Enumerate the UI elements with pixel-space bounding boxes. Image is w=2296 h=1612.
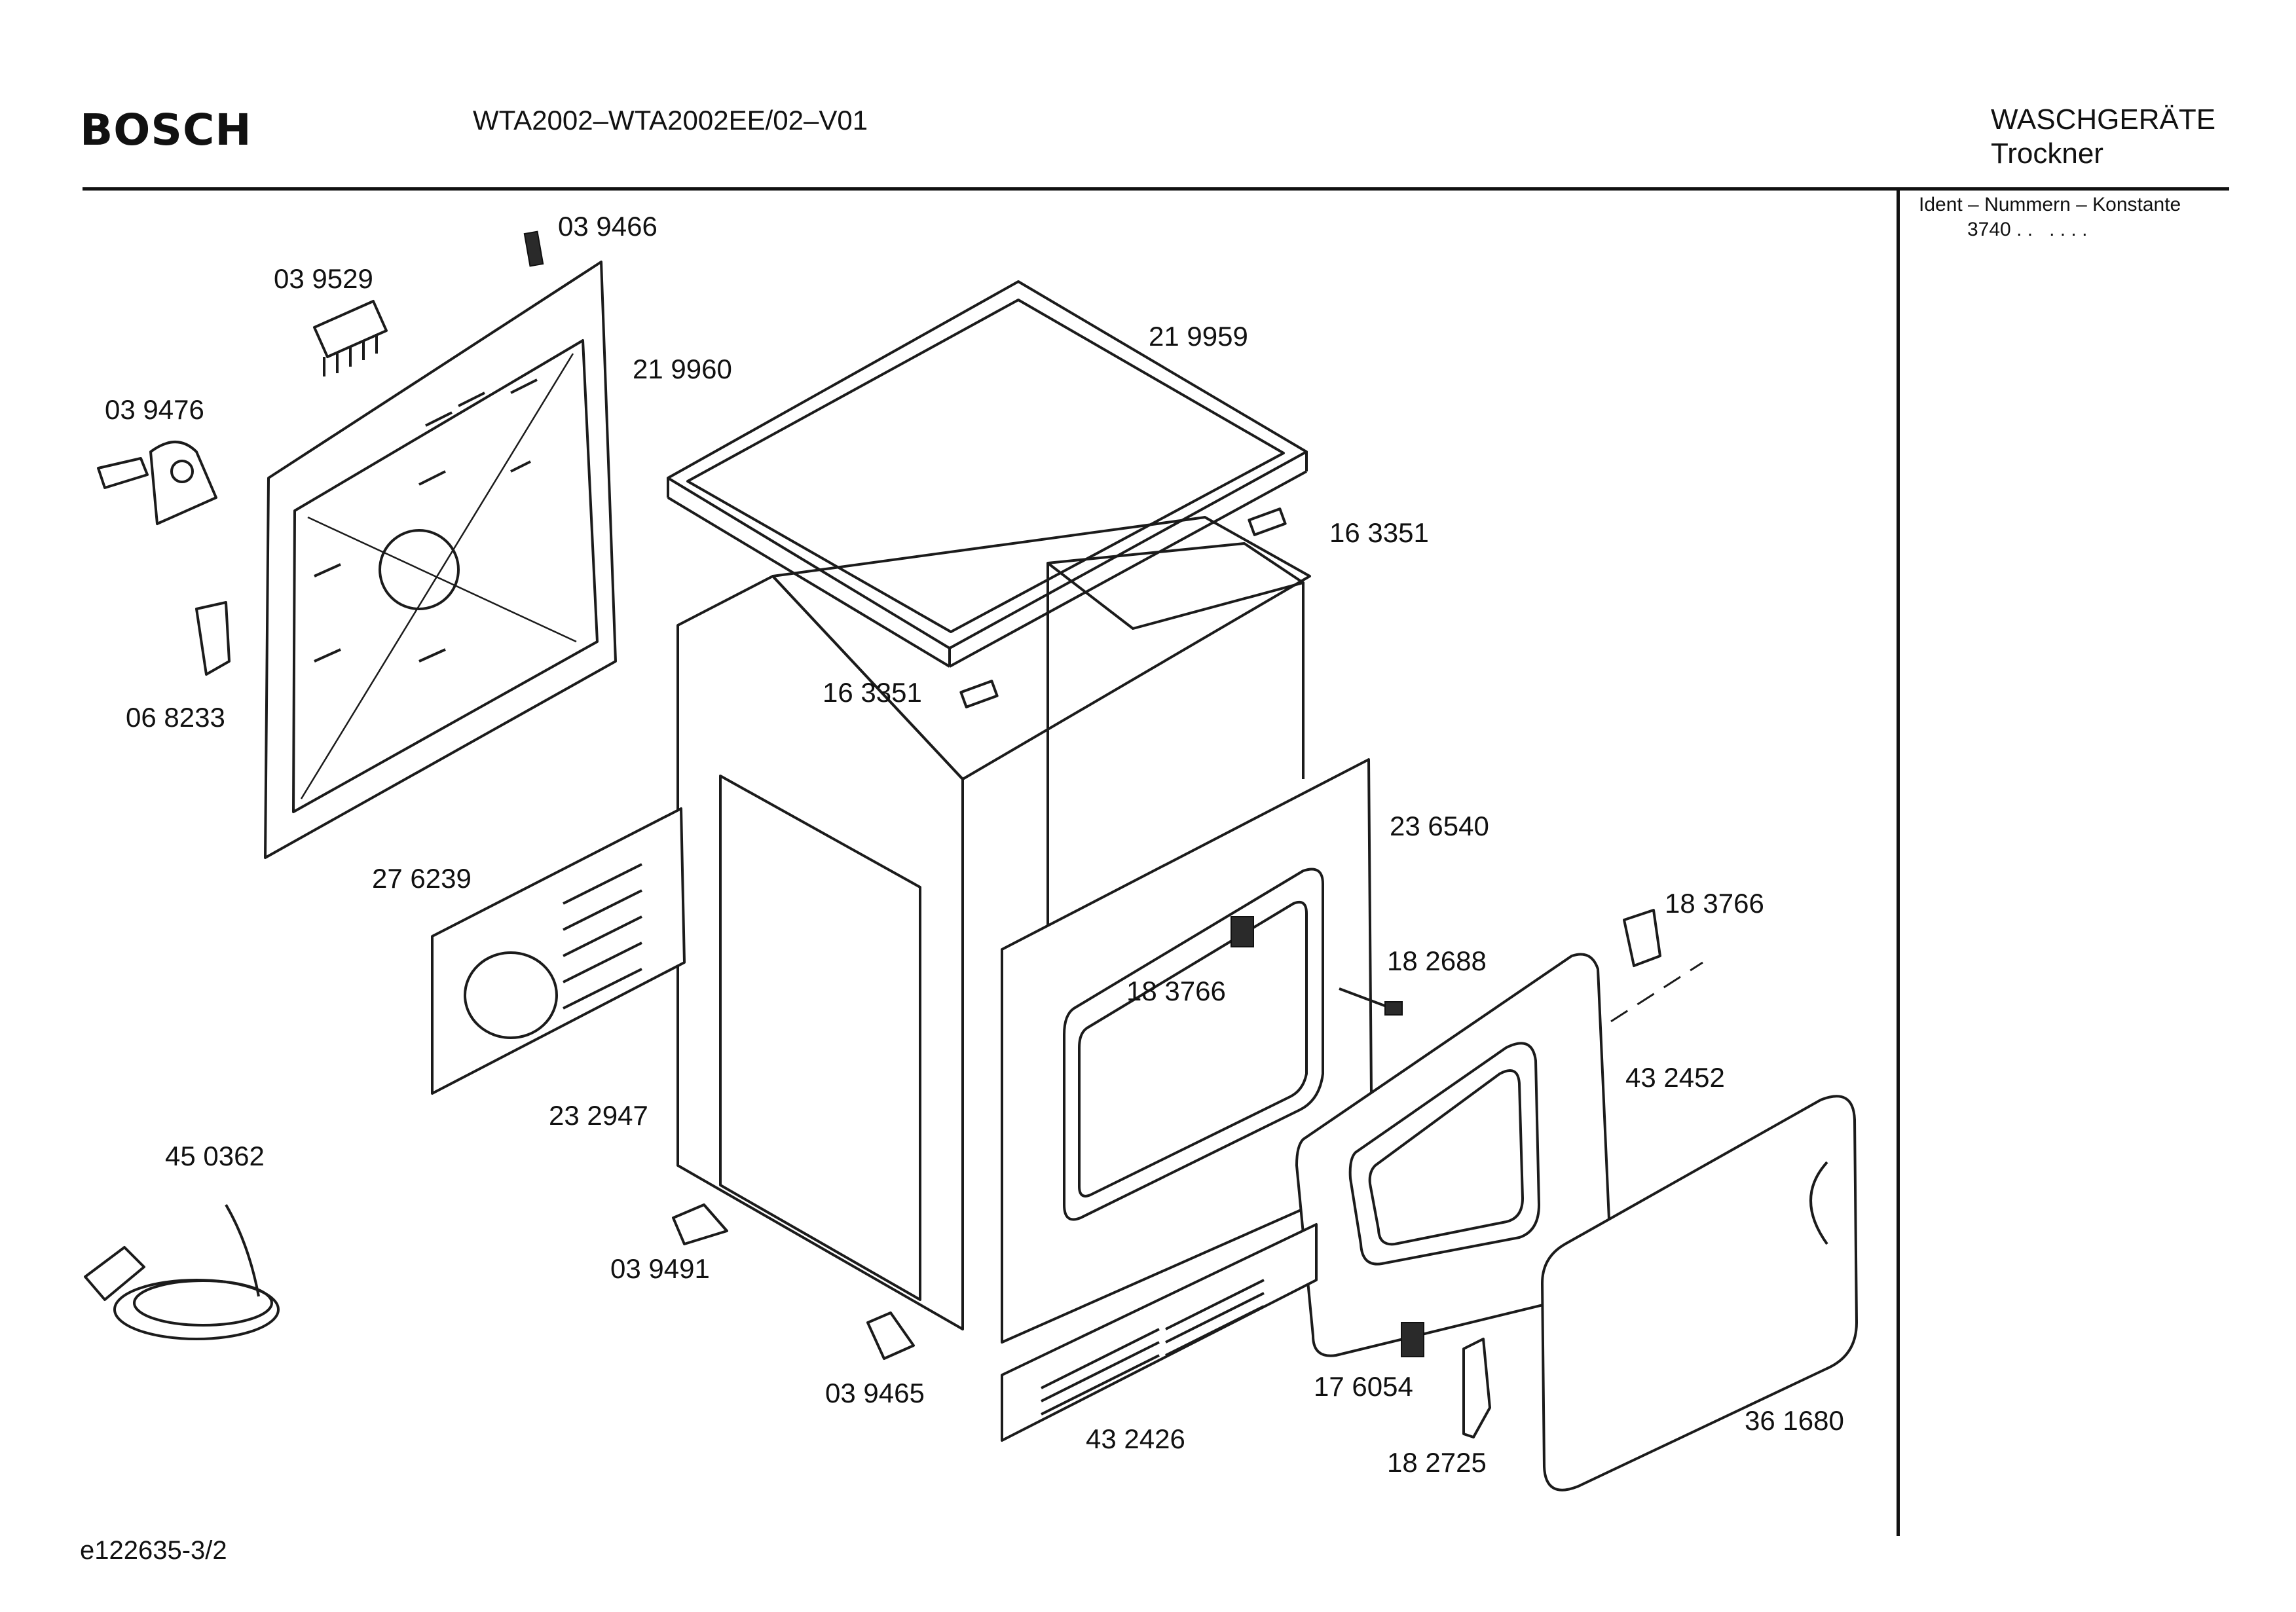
part-number-label: 27 6239 <box>372 863 472 894</box>
ident-value: 3740 . . . . . . <box>1967 219 2088 240</box>
part-number-label: 18 2725 <box>1387 1447 1487 1478</box>
cabinet-drawing <box>676 516 1311 1330</box>
ident-title: Ident – Nummern – Konstante <box>1919 194 2181 215</box>
part-number-label: 18 2688 <box>1387 945 1487 976</box>
appliance-category: WASCHGERÄTE <box>1991 103 2216 136</box>
top-cover-drawing <box>667 280 1308 668</box>
part-number-label: 06 8233 <box>126 702 225 733</box>
brand-logo: BOSCH <box>80 105 252 155</box>
appliance-subcategory: Trockner <box>1991 137 2103 170</box>
part-number-label: 45 0362 <box>165 1141 265 1171</box>
part-number-label: 18 3766 <box>1665 888 1764 919</box>
part-number-label: 17 6054 <box>1314 1371 1413 1402</box>
model-number: WTA2002–WTA2002EE/02–V01 <box>473 105 868 136</box>
part-number-label: 03 9529 <box>274 263 373 294</box>
part-number-label: 23 6540 <box>1390 811 1489 841</box>
part-number-label: 21 9960 <box>633 354 732 384</box>
part-number-label: 03 9491 <box>610 1253 710 1284</box>
part-number-label: 18 3766 <box>1126 976 1226 1006</box>
part-number-label: 16 3351 <box>823 677 922 708</box>
header-rule <box>83 187 2229 191</box>
sidebar-rule <box>1897 187 1900 1536</box>
back-panel-drawing <box>264 261 617 859</box>
plinth-grille-drawing <box>1001 1223 1318 1442</box>
door-drawing <box>1541 1095 1858 1492</box>
part-number-label: 36 1680 <box>1745 1405 1844 1436</box>
rear-duct-drawing <box>431 807 686 1095</box>
drawing-id: e122635-3/2 <box>80 1536 227 1565</box>
part-number-label: 03 9466 <box>558 211 657 242</box>
part-number-label: 23 2947 <box>549 1100 648 1131</box>
small-parts-drawing <box>84 230 1703 1438</box>
part-number-label: 43 2426 <box>1086 1423 1185 1454</box>
part-number-label: 43 2452 <box>1625 1062 1725 1093</box>
part-number-label: 21 9959 <box>1149 321 1248 352</box>
part-number-label: 16 3351 <box>1329 517 1429 548</box>
part-number-label: 03 9476 <box>105 394 204 425</box>
exploded-view-drawing <box>84 230 1858 1492</box>
part-number-label: 03 9465 <box>825 1378 925 1408</box>
